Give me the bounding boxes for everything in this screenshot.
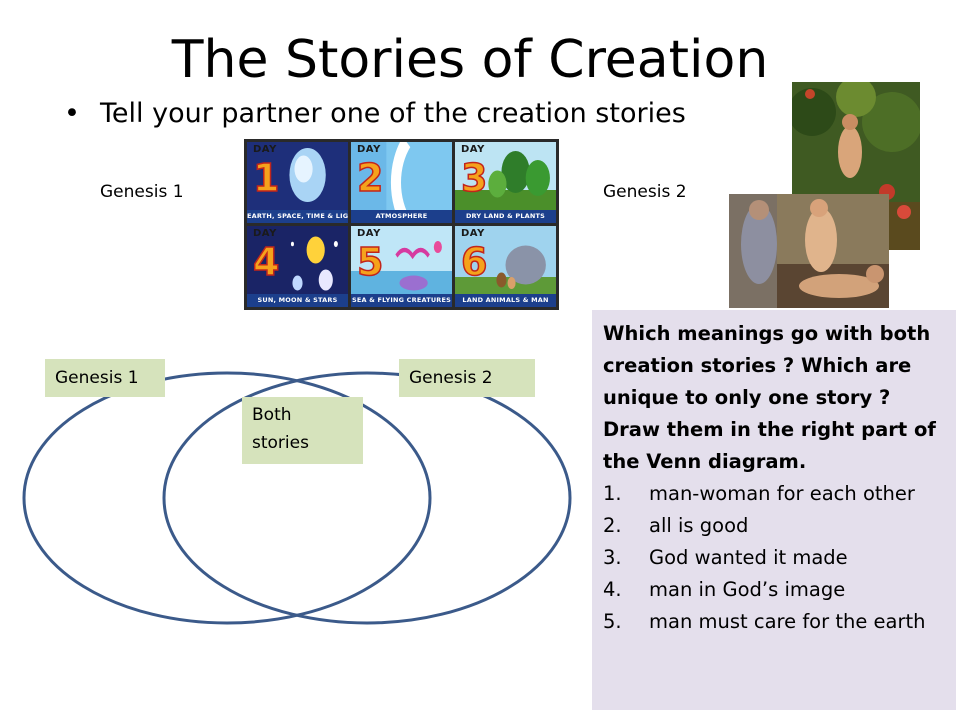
venn-label-genesis-2: Genesis 2: [399, 359, 535, 397]
day-caption: ATMOSPHERE: [351, 210, 452, 223]
list-item: 3.God wanted it made: [603, 546, 848, 569]
venn-circle-right: [162, 371, 572, 625]
list-item: 5.man must care for the earth: [603, 610, 926, 633]
list-item: 1.man-woman for each other: [603, 482, 915, 505]
day-3-tile: DAY 3 DRY LAND & PLANTS: [455, 142, 556, 223]
day-number: 3: [460, 156, 488, 200]
bullet-icon: •: [64, 98, 80, 129]
meanings-list: 1.man-woman for each other 2.all is good…: [603, 478, 946, 638]
day-caption: SEA & FLYING CREATURES: [351, 294, 452, 307]
day-number: 2: [356, 156, 384, 200]
instruction-box: Which meanings go with both creation sto…: [592, 310, 956, 710]
day-caption: DRY LAND & PLANTS: [455, 210, 556, 223]
day-1-tile: DAY 1 EARTH, SPACE, TIME & LIGHT: [247, 142, 348, 223]
slide-title: The Stories of Creation: [171, 30, 769, 90]
day-caption: EARTH, SPACE, TIME & LIGHT: [247, 210, 348, 223]
genesis-1-label: Genesis 1: [100, 182, 184, 202]
list-item: 2.all is good: [603, 514, 749, 537]
day-number: 6: [460, 240, 488, 284]
creation-of-eve-painting: [729, 194, 889, 308]
day-2-tile: DAY 2 ATMOSPHERE: [351, 142, 452, 223]
day-4-tile: DAY 4 SUN, MOON & STARS: [247, 226, 348, 307]
day-6-tile: DAY 6 LAND ANIMALS & MAN: [455, 226, 556, 307]
day-number: 1: [252, 156, 280, 200]
bullet-text: Tell your partner one of the creation st…: [100, 98, 686, 129]
day-caption: LAND ANIMALS & MAN: [455, 294, 556, 307]
instruction-question: Which meanings go with both creation sto…: [603, 322, 936, 473]
genesis-2-label: Genesis 2: [603, 182, 687, 202]
bullet-point: • Tell your partner one of the creation s…: [64, 96, 686, 132]
list-item: 4.man in God’s image: [603, 578, 846, 601]
venn-circle-left: [22, 371, 432, 625]
creation-days-image: DAY 1 EARTH, SPACE, TIME & LIGHT DAY 2 A…: [244, 139, 559, 310]
venn-diagram: [22, 371, 572, 625]
day-5-tile: DAY 5 SEA & FLYING CREATURES: [351, 226, 452, 307]
day-caption: SUN, MOON & STARS: [247, 294, 348, 307]
day-number: 5: [356, 240, 384, 284]
day-number: 4: [252, 240, 280, 284]
venn-label-both-stories: Both stories: [242, 397, 363, 464]
venn-label-genesis-1: Genesis 1: [45, 359, 165, 397]
